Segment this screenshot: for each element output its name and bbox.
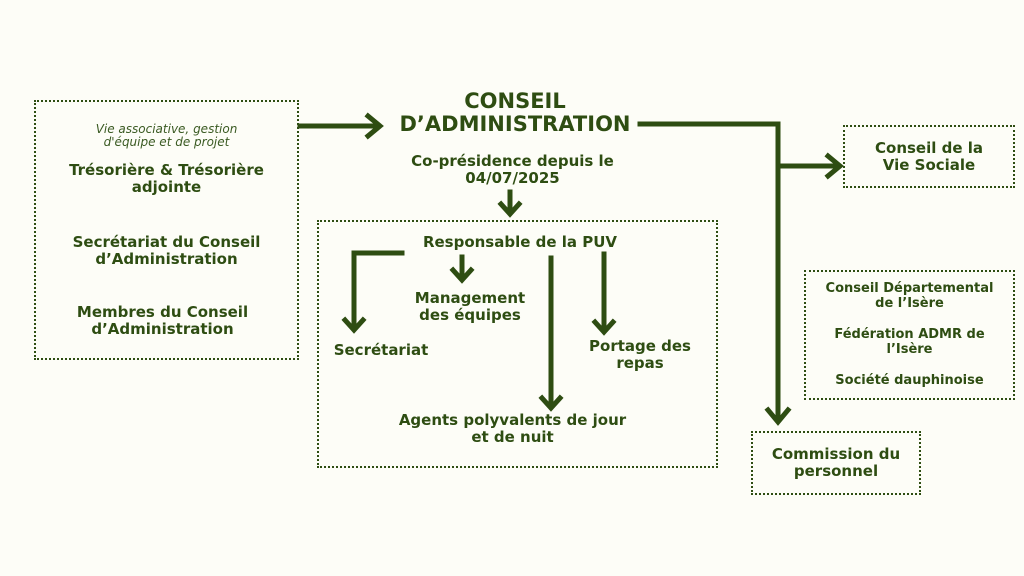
cvs-box <box>843 125 1015 188</box>
puv-box <box>317 220 718 468</box>
role-secretary: Secrétariat du Conseil d’Administration <box>34 233 299 269</box>
cvs-label: Conseil de la Vie Sociale <box>843 139 1015 175</box>
arrowhead-icon <box>497 200 523 218</box>
secretariat-node: Secrétariat <box>333 341 429 359</box>
caption-line: Vie associative, gestion <box>95 122 238 136</box>
arrowhead-icon <box>364 112 384 140</box>
caption-line: d'équipe et de projet <box>103 135 230 150</box>
agents-node: Agents polyvalents de jour et de nuit <box>380 411 645 447</box>
council-title: CONSEIL D’ADMINISTRATION <box>390 89 640 137</box>
node-line: de l’Isère <box>875 295 944 311</box>
arrowhead-icon <box>341 316 367 334</box>
arrow-to-secretariat <box>351 250 405 331</box>
arrowhead-icon <box>449 266 475 284</box>
role-line: d’Administration <box>91 320 234 339</box>
title-line: CONSEIL <box>464 89 566 113</box>
role-line: Trésorière & Trésorière <box>69 161 264 179</box>
arrowhead-icon <box>591 318 617 336</box>
portage-node: Portage des repas <box>575 337 705 373</box>
node-line: Conseil Départemental <box>825 281 994 296</box>
partner-item: Conseil Départemental de l’Isère <box>804 281 1015 312</box>
commission-box <box>751 431 921 495</box>
node-line: Management <box>414 289 526 307</box>
role-members: Membres du Conseil d’Administration <box>30 303 295 339</box>
arrowhead-icon <box>764 406 792 426</box>
puv-head: Responsable de la PUV <box>422 233 618 251</box>
arrowhead-icon <box>538 394 564 412</box>
role-line: Secrétariat du Conseil <box>72 233 261 251</box>
node-line: personnel <box>793 462 879 481</box>
node-line: et de nuit <box>471 428 554 447</box>
node-line: Agents polyvalents de jour <box>398 411 627 429</box>
partner-item: Fédération ADMR de l’Isère <box>804 327 1015 358</box>
board-caption: Vie associative, gestion d'équipe et de … <box>34 122 299 150</box>
node-line: l’Isère <box>886 341 933 357</box>
role-line: d’Administration <box>95 250 238 269</box>
role-line: Membres du Conseil <box>76 303 249 321</box>
node-line: Fédération ADMR de <box>834 327 985 342</box>
node-line: repas <box>616 354 664 373</box>
arrow-council-to-commission <box>637 121 781 421</box>
partner-item: Société dauphinoise <box>835 373 984 388</box>
role-treasurer: Trésorière & Trésorière adjointe <box>34 161 299 197</box>
commission-label: Commission du personnel <box>751 445 921 481</box>
node-line: Portage des <box>589 337 691 355</box>
board-roles-box <box>34 100 299 360</box>
co-presidency: Co-présidence depuis le 04/07/2025 <box>390 152 635 188</box>
subtitle-line: 04/07/2025 <box>465 169 560 188</box>
arrowhead-icon <box>824 152 844 180</box>
subtitle-line: Co-présidence depuis le <box>411 152 614 170</box>
role-line: adjointe <box>131 178 202 197</box>
node-line: Conseil de la <box>875 139 983 157</box>
title-line: D’ADMINISTRATION <box>399 112 631 137</box>
management-node: Management des équipes <box>400 289 540 325</box>
partners-box <box>804 270 1015 400</box>
node-line: Commission du <box>771 445 901 463</box>
node-line: Vie Sociale <box>882 156 976 175</box>
node-line: des équipes <box>419 306 521 325</box>
